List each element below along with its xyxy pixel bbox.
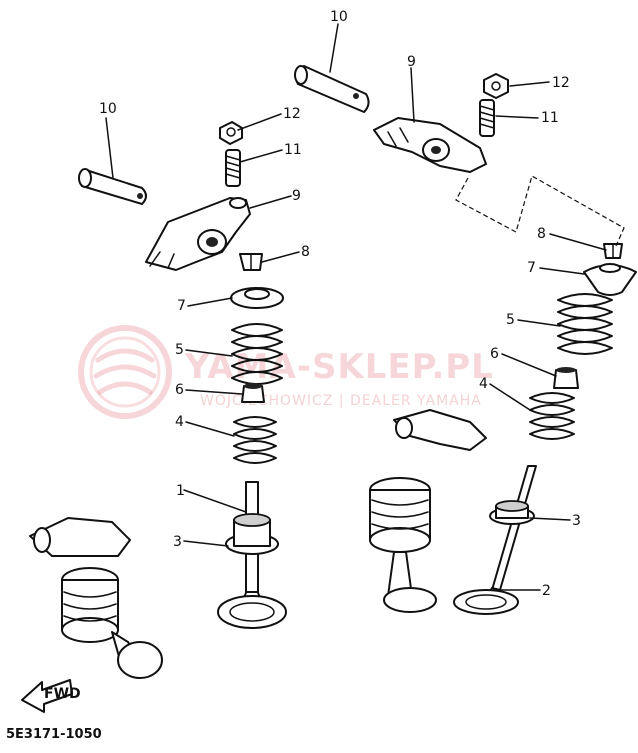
adjusting-screw-left — [225, 149, 241, 187]
rocker-arm-right — [373, 117, 487, 173]
callout-12-left: 12 — [283, 106, 301, 122]
spring-retainer-left — [230, 287, 284, 309]
watermark-subtitle: WOJCIECHOWICZ | DEALER YAMAHA — [200, 393, 482, 409]
callout-9-left: 9 — [292, 188, 301, 204]
outer-spring-left — [231, 323, 283, 385]
locknut-right — [483, 73, 509, 99]
callout-12-right: 12 — [552, 75, 570, 91]
forward-direction-arrow: FWD — [21, 679, 81, 713]
callout-5-right: 5 — [506, 312, 515, 328]
callout-11-left: 11 — [284, 142, 302, 158]
callout-8-right: 8 — [537, 226, 546, 242]
inner-spring-right — [529, 392, 575, 440]
inner-spring-left — [233, 416, 277, 464]
reference-dashed-outline — [455, 175, 625, 247]
rocker-arm-left — [145, 197, 251, 271]
valve-guide-right — [489, 500, 535, 525]
forward-arrow-label: FWD — [44, 686, 81, 702]
valve-guide-left — [225, 513, 279, 555]
callout-3-right: 3 — [572, 513, 581, 529]
callout-numbers: 10 9 12 11 10 12 11 9 8 8 7 5 6 4 7 5 6 … — [99, 9, 581, 599]
callout-11-right: 11 — [541, 110, 559, 126]
callout-10-right: 10 — [330, 9, 348, 25]
outer-spring-right — [557, 293, 613, 355]
valve-cotter-left — [239, 253, 263, 271]
valve-cotter-right — [603, 243, 623, 259]
callout-leaders — [105, 23, 607, 591]
callout-7-right: 7 — [527, 260, 536, 276]
adjusting-screw-right — [479, 99, 495, 137]
callout-6-right: 6 — [490, 346, 499, 362]
watermark-title: YAMA-SKLEP.PL — [184, 347, 494, 387]
callout-10-left: 10 — [99, 101, 117, 117]
valve-seal-right — [553, 367, 579, 389]
callout-9-right: 9 — [407, 54, 416, 70]
rocker-shaft-right — [294, 65, 370, 113]
part-code: 5E3171-1050 — [6, 727, 102, 742]
watermark: YAMA-SKLEP.PL WOJCIECHOWICZ | DEALER YAM… — [78, 325, 494, 419]
callout-5-left: 5 — [175, 342, 184, 358]
rocker-shaft-left — [78, 168, 147, 205]
callout-2: 2 — [542, 583, 551, 599]
callout-8-left: 8 — [301, 244, 310, 260]
callout-3-left: 3 — [173, 534, 182, 550]
callout-4-right: 4 — [479, 376, 488, 392]
callout-6-left: 6 — [175, 382, 184, 398]
valve-seal-left — [241, 383, 265, 403]
callout-1: 1 — [176, 483, 185, 499]
spring-retainer-right — [583, 263, 637, 296]
intake-valve — [453, 465, 537, 615]
callout-7-left: 7 — [177, 298, 186, 314]
callout-4-left: 4 — [175, 414, 184, 430]
assembly-reference-left — [29, 517, 163, 679]
watermark-logo — [78, 325, 172, 419]
locknut-left — [219, 121, 243, 145]
assembly-reference-center — [369, 409, 487, 613]
